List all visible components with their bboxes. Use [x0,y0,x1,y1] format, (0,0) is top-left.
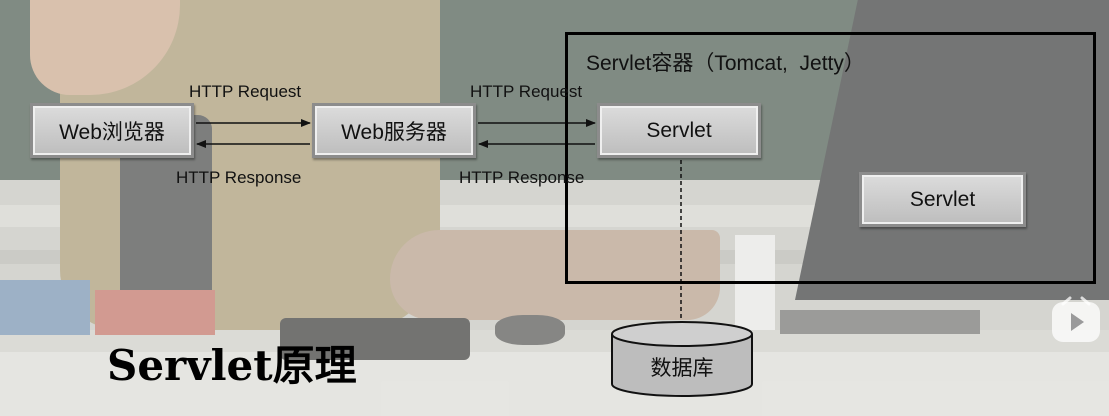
keyboard [780,310,980,334]
desk-front [0,352,1109,416]
http-request-label: HTTP Request [470,82,583,101]
slide-title: Servlet原理 [107,341,357,390]
play-icon[interactable] [1050,296,1102,348]
web-browser-node: Web浏览器 [30,103,194,158]
desk-device [280,318,470,360]
http-request-label: HTTP Request [189,82,302,101]
servlet-container-frame [565,32,1096,284]
servlet-node: Servlet [597,103,761,158]
mouse [495,315,565,345]
database-label: 数据库 [650,357,714,380]
http-response-label: HTTP Response [176,168,302,187]
web-server-node: Web服务器 [312,103,476,158]
servlet-container-title: Servlet容器（Tomcat, Jetty） [586,52,865,75]
desk-box [0,280,90,335]
servlet-node-secondary: Servlet [859,172,1026,227]
database-cylinder [611,321,753,397]
desk-box [95,290,215,335]
presenter-forearm [390,230,720,320]
lamp [735,235,775,345]
http-response-label: HTTP Response [459,168,585,187]
